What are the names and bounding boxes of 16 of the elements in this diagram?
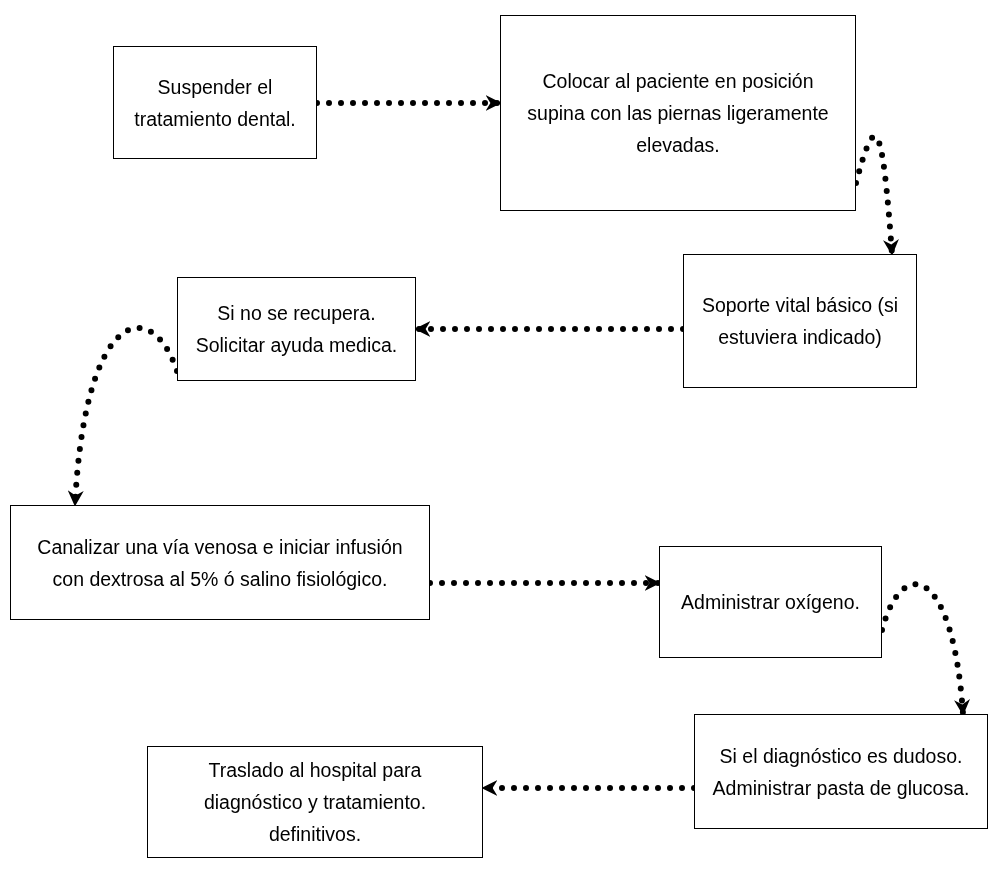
step-text: Canalizar una vía venosa e iniciar infusión con dextrosa al 5% ó salino fisiológico. [36,534,404,592]
step-text: Soporte vital básico (si estuviera indicado) [700,293,900,350]
process-box [10,505,430,620]
process-box [659,546,882,658]
step-text: Colocar al paciente en posición supina con las piernas ligeramente elevadas. [526,69,830,158]
process-box [500,15,856,211]
step-text: Si no se recupera. Solicitar ayuda medica. [194,301,399,358]
step-text: Suspender el tratamiento dental. [133,74,297,132]
step-text: Traslado al hospital para diagnóstico y tratamiento. definitivos. [202,758,428,847]
process-box [113,46,317,159]
step-text: Si el diagnóstico es dudoso. Administrar pasta de glucosa. [711,743,971,801]
process-box [177,277,416,381]
process-box [694,714,988,829]
step-text: Administrar oxígeno. [681,590,860,615]
process-box [147,746,483,858]
process-box [683,254,917,388]
